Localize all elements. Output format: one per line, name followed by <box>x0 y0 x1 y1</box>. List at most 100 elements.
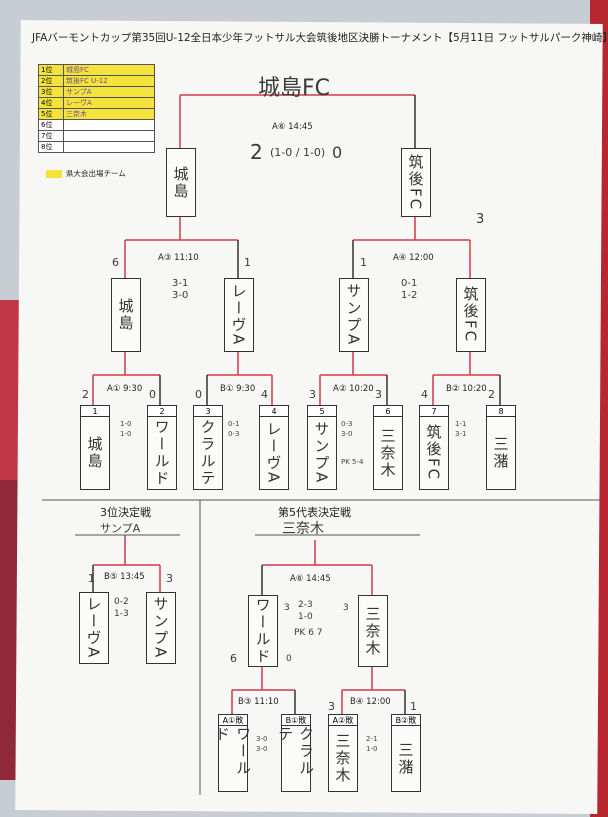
third-half1: 0-2 <box>114 597 129 607</box>
ranking-row: 8位 <box>38 141 155 153</box>
fifth-winner: 三奈木 <box>282 521 324 537</box>
third-left-team: レーヴA <box>79 592 109 664</box>
semi-b-half1: 0-1 <box>401 278 418 289</box>
qf3-line <box>319 350 387 405</box>
seed-team: レーヴA <box>259 416 289 490</box>
seed-score: 2 <box>488 388 495 401</box>
qf4-half2: 3-1 <box>455 430 467 438</box>
semi-a-top <box>125 215 238 241</box>
fifth-sf2-left-score: 3 <box>328 700 335 713</box>
qf4-half1: 1-1 <box>455 420 467 428</box>
qf3-half1: 0-3 <box>341 420 353 428</box>
final-score-left: 2 <box>250 140 263 164</box>
semi-a-left-score: 6 <box>112 256 119 269</box>
third-title: 3位決定戦 <box>100 506 151 519</box>
qf1-half1: 1-0 <box>120 420 132 428</box>
final-left-team: 城島 <box>166 148 196 217</box>
ranking-table: 1位城島FC 2位筑後FC U-12 3位サンプA 4位レーヴA 5位三奈木 6… <box>38 64 155 153</box>
ranking-row: 6位 <box>38 119 155 131</box>
third-right-team: サンプA <box>146 592 176 664</box>
fifth-team2: クラルテ <box>276 725 315 792</box>
semi-b-left-score: 1 <box>360 256 367 269</box>
final-match-label: A⑥ 14:45 <box>272 122 313 132</box>
third-label: B⑤ 13:45 <box>104 572 145 582</box>
semi-b-half2: 1-2 <box>401 290 418 301</box>
seed-team: 筑後FC <box>419 416 449 490</box>
page-title: JFAバーモントカップ第35回U-12全日本少年フットサル大会筑後地区決勝トーナ… <box>32 32 608 44</box>
semi-b-right-score: 3 <box>476 212 485 227</box>
qf3-half2: 3-0 <box>341 430 353 438</box>
fifth-final-left-team: ワールド <box>248 595 278 667</box>
fifth-title: 第5代表決定戦 <box>278 506 351 519</box>
seed-score: 4 <box>421 388 428 401</box>
seed-score: 3 <box>309 388 316 401</box>
third-top <box>93 535 160 566</box>
fifth-sf2-right-score: 1 <box>410 700 417 713</box>
semi-a-right-team: レーヴA <box>224 278 254 352</box>
fifth-sf1-label: B③ 11:10 <box>238 697 279 707</box>
final-score-right: 0 <box>332 143 343 162</box>
third-half2: 1-3 <box>114 609 129 619</box>
semi-b-label: A④ 12:00 <box>393 253 434 263</box>
seed-team: 三潴 <box>486 416 516 490</box>
qf4-label: B② 10:20 <box>446 384 487 394</box>
qf2-half2: 0-3 <box>228 430 240 438</box>
fifth-sf2 <box>341 665 405 715</box>
qf2-line <box>207 350 272 376</box>
fifth-sf2-label: B④ 12:00 <box>350 697 391 707</box>
seed-team: 三奈木 <box>373 416 403 490</box>
ranking-row: 1位城島FC <box>38 64 155 76</box>
fifth-sf2-half1: 2-1 <box>366 735 378 743</box>
fifth-team3: 三奈木 <box>328 725 358 792</box>
fifth-final-left-score: 3 <box>284 603 290 613</box>
rank-team <box>63 141 155 153</box>
semi-a-half1: 3-1 <box>172 278 189 289</box>
seed-score: 0 <box>195 388 202 401</box>
seed-team: サンプA <box>307 416 337 490</box>
rank-pos: 4位 <box>38 97 64 109</box>
third-winner: サンプA <box>100 522 141 535</box>
fifth-sf1 <box>231 665 295 715</box>
champion-name: 城島FC <box>258 76 331 101</box>
fifth-final-label: A⑥ 14:45 <box>290 574 331 584</box>
qf1-half2: 1-0 <box>120 430 132 438</box>
fifth-sf1-half2: 3-0 <box>256 745 268 753</box>
qf2-half1: 0-1 <box>228 420 240 428</box>
qf3-pk: PK 5-4 <box>341 458 364 466</box>
semi-b-top <box>353 215 470 241</box>
fifth-final-right-score: 3 <box>343 603 349 613</box>
third-right-score: 3 <box>166 572 173 585</box>
qf4-line <box>432 350 500 405</box>
seed-number: 2 <box>147 405 177 417</box>
fifth-pk: PK 6 7 <box>294 628 323 638</box>
semi-b-right-team: 筑後FC <box>456 278 486 352</box>
fifth-sf1-half1: 3-0 <box>256 735 268 743</box>
fifth-sf2-half2: 1-0 <box>366 745 378 753</box>
seed-score: 4 <box>261 388 268 401</box>
fifth-team1: ワールド <box>213 725 252 792</box>
rank-pos: 6位 <box>38 119 64 131</box>
fifth-team4: 三潴 <box>391 725 421 792</box>
final-half-scores: (1-0 / 1-0) <box>270 146 326 159</box>
legend-text: 県大会出場チーム <box>66 169 126 178</box>
semi-a-label: A③ 11:10 <box>158 253 199 263</box>
qf1-line <box>92 350 160 405</box>
qf3-label: A② 10:20 <box>333 384 374 394</box>
fifth-sf1-left-score: 6 <box>230 652 237 665</box>
semi-a-left-team: 城島 <box>111 278 141 352</box>
qf1-label: A① 9:30 <box>107 384 143 394</box>
fifth-final-right-team: 三奈木 <box>358 595 388 667</box>
fifth-slot1: A①敗 <box>218 714 248 726</box>
fifth-top <box>262 540 372 566</box>
seed-score: 3 <box>375 388 382 401</box>
semi-a-right-score: 1 <box>244 256 251 269</box>
fifth-sf1-right-score: 0 <box>286 654 292 664</box>
third-left-score: 1 <box>88 572 95 585</box>
seed-team: クラルテ <box>193 416 223 490</box>
semi-a-half2: 3-0 <box>172 290 189 301</box>
seed-team: 城島 <box>80 416 110 490</box>
legend-swatch <box>46 170 62 178</box>
fifth-half2: 1-0 <box>298 612 313 622</box>
semi-b-left-team: サンプA <box>339 278 369 352</box>
